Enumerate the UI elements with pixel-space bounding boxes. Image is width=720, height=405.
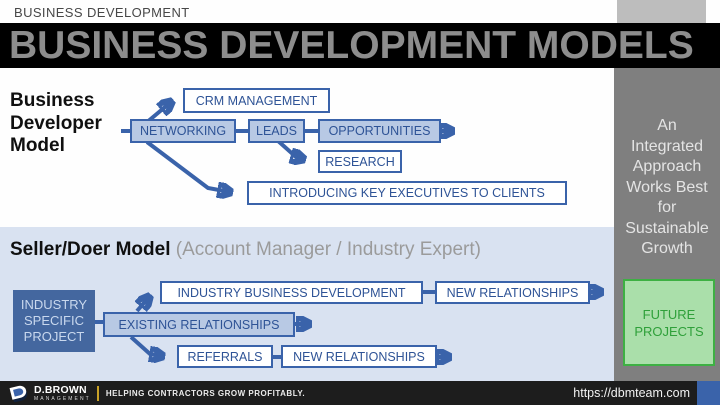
top-right-gray-block: [617, 0, 706, 23]
page-title: BUSINESS DEVELOPMENT MODELS: [9, 24, 694, 67]
node-existing-relationships: EXISTING RELATIONSHIPS: [103, 312, 295, 337]
dbrown-logo-icon: [9, 385, 28, 402]
node-new-relationships-bottom: NEW RELATIONSHIPS: [281, 345, 437, 368]
brand-block: D.BROWN MANAGEMENT: [34, 383, 91, 402]
brand-name: D.BROWN: [34, 383, 87, 396]
brand-subtitle: MANAGEMENT: [34, 395, 91, 402]
sidebar-message-line: Works Best: [626, 178, 708, 196]
seller-doer-model-title: Seller/Doer Model (Account Manager / Ind…: [10, 239, 481, 261]
footer-divider: [96, 385, 99, 401]
slide-eyebrow: BUSINESS DEVELOPMENT: [14, 5, 190, 20]
node-new-relationships-top: NEW RELATIONSHIPS: [435, 281, 590, 304]
title-line: Model: [10, 135, 65, 156]
sidebar-message-line: Integrated: [630, 137, 704, 155]
node-industry-business-development: INDUSTRY BUSINESS DEVELOPMENT: [160, 281, 423, 304]
footer-blue-accent-square: [697, 381, 720, 405]
sidebar-message-line: Growth: [641, 240, 693, 257]
node-introducing-key-executives: INTRODUCING KEY EXECUTIVES TO CLIENTS: [247, 181, 567, 205]
footer-tagline: HELPING CONTRACTORS GROW PROFITABLY.: [105, 388, 306, 398]
seller-doer-title-main: Seller/Doer Model: [10, 239, 171, 260]
node-research: RESEARCH: [318, 150, 402, 173]
sidebar-message-line: An: [657, 117, 677, 134]
title-line: Business: [10, 90, 95, 111]
node-industry-specific-project: INDUSTRY SPECIFIC PROJECT: [13, 290, 95, 352]
node-opportunities: OPPORTUNITIES: [318, 119, 441, 143]
seller-doer-title-subtitle: (Account Manager / Industry Expert): [170, 239, 481, 260]
title-line: Developer: [10, 112, 102, 134]
node-future-projects: FUTURE PROJECTS: [623, 279, 715, 366]
sidebar-message: An Integrated Approach Works Best for Su…: [614, 68, 720, 260]
title-banner: BUSINESS DEVELOPMENT MODELS: [0, 23, 720, 68]
node-leads: LEADS: [248, 119, 305, 143]
node-referrals: REFERRALS: [177, 345, 273, 368]
footer-url-link[interactable]: https://dbmteam.com: [573, 386, 690, 400]
node-crm-management: CRM MANAGEMENT: [183, 88, 330, 113]
footer-bar: D.BROWN MANAGEMENT HELPING CONTRACTORS G…: [0, 381, 720, 405]
business-developer-model-title: Business Developer Model: [10, 90, 102, 158]
node-networking: NETWORKING: [130, 119, 236, 143]
sidebar-message-line: Sustainable: [625, 219, 709, 237]
sidebar-message-line: for: [657, 199, 677, 216]
sidebar-message-line: Approach: [632, 158, 702, 175]
